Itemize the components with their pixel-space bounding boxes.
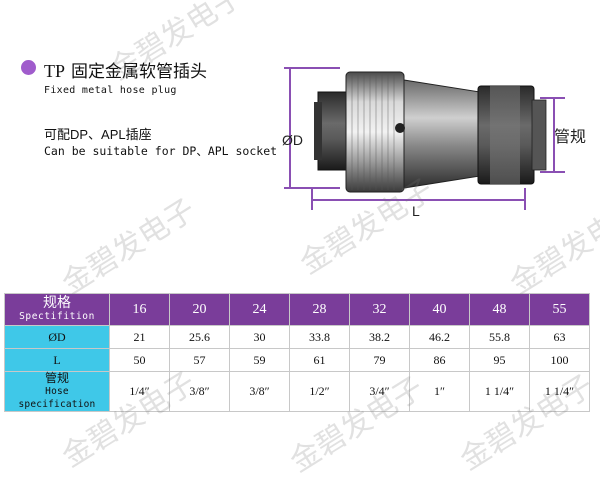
od-label-cell: ØD xyxy=(4,325,110,349)
product-spec-page: TP 固定金属软管插头 Fixed metal hose plug 可配DP、AP… xyxy=(4,0,600,480)
od-cell: 30 xyxy=(229,325,290,349)
length-cell: 95 xyxy=(469,348,530,372)
compatibility-zh: 可配DP、APL插座 xyxy=(44,127,152,142)
hose-cell: 3/8″ xyxy=(169,371,230,412)
od-cell: 63 xyxy=(529,325,590,349)
spec-cell: 40 xyxy=(409,293,470,326)
hose-label-en: Hose specification xyxy=(18,386,96,410)
length-label-cell: L xyxy=(4,348,110,372)
length-cell: 79 xyxy=(349,348,410,372)
spec-label-en: Spectifition xyxy=(19,310,95,322)
hose-cell: 1 1/4″ xyxy=(529,371,590,412)
length-cell: 100 xyxy=(529,348,590,372)
hose-cell: 1/4″ xyxy=(109,371,170,412)
watermark: 金碧发电子 xyxy=(55,192,202,302)
hose-cell: 1/2″ xyxy=(289,371,350,412)
spec-cell: 24 xyxy=(229,293,290,326)
hose-cell: 3/8″ xyxy=(229,371,290,412)
product-title: TP 固定金属软管插头 xyxy=(44,57,207,82)
diameter-label: ØD xyxy=(282,132,303,148)
hose-label-zh: 管规 xyxy=(44,371,69,385)
product-name-en: Fixed metal hose plug xyxy=(44,85,177,96)
table-row: L 50 57 59 61 79 86 95 100 xyxy=(4,348,590,372)
product-name-zh: 固定金属软管插头 xyxy=(71,62,208,81)
compatibility-en: Can be suitable for DP、APL socket xyxy=(44,144,278,158)
connector-drawing: ØD L 管规 xyxy=(270,50,590,235)
spec-header-cell: 规格 Spectifition xyxy=(4,293,110,326)
length-cell: 86 xyxy=(409,348,470,372)
product-code: TP xyxy=(44,61,66,81)
length-cell: 59 xyxy=(229,348,290,372)
table-row: ØD 21 25.6 30 33.8 38.2 46.2 55.8 63 xyxy=(4,325,590,349)
od-cell: 55.8 xyxy=(469,325,530,349)
hose-cell: 1″ xyxy=(409,371,470,412)
hose-spec-label: 管规 xyxy=(554,129,587,146)
spec-cell: 55 xyxy=(529,293,590,326)
spec-label-zh: 规格 xyxy=(43,295,71,311)
hose-label-cell: 管规 Hose specification xyxy=(4,371,110,412)
od-cell: 25.6 xyxy=(169,325,230,349)
hose-plug-drawing-icon xyxy=(284,67,565,210)
title-bullet-icon xyxy=(21,60,36,75)
spec-table: 规格 Spectifition 16 20 24 28 32 40 48 55 … xyxy=(4,293,590,412)
od-cell: 21 xyxy=(109,325,170,349)
od-cell: 33.8 xyxy=(289,325,350,349)
hose-cell: 1 1/4″ xyxy=(469,371,530,412)
spec-cell: 20 xyxy=(169,293,230,326)
spec-cell: 32 xyxy=(349,293,410,326)
hose-cell: 3/4″ xyxy=(349,371,410,412)
spec-cell: 48 xyxy=(469,293,530,326)
od-cell: 46.2 xyxy=(409,325,470,349)
length-cell: 50 xyxy=(109,348,170,372)
spec-cell: 28 xyxy=(289,293,350,326)
length-cell: 61 xyxy=(289,348,350,372)
od-cell: 38.2 xyxy=(349,325,410,349)
table-row: 规格 Spectifition 16 20 24 28 32 40 48 55 xyxy=(4,293,590,326)
length-cell: 57 xyxy=(169,348,230,372)
spec-cell: 16 xyxy=(109,293,170,326)
length-label: L xyxy=(412,203,420,219)
table-row: 管规 Hose specification 1/4″ 3/8″ 3/8″ 1/2… xyxy=(4,371,590,412)
